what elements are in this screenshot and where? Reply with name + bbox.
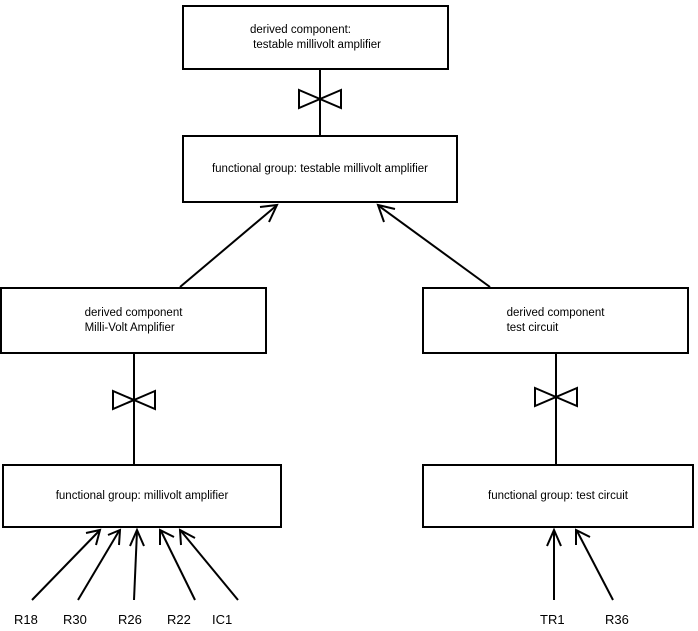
leaf-label-tr1: TR1 — [540, 612, 565, 627]
node-label: functional group: testable millivolt amp… — [211, 162, 429, 175]
node-label: functional group: test circuit — [488, 489, 628, 502]
connector-part-r30 — [77, 528, 122, 601]
connector-part-ic1 — [178, 528, 239, 601]
node-label: functional group: millivolt amplifier — [55, 489, 229, 502]
leaf-label-r36: R36 — [605, 612, 629, 627]
leaf-label-r18: R18 — [14, 612, 38, 627]
connector-part-tr1 — [546, 527, 562, 600]
connector-aggregation-right — [376, 203, 491, 288]
node-functional-group-test-circuit[interactable]: functional group: test circuit — [422, 464, 694, 528]
connector-derivation-left — [112, 354, 156, 464]
node-functional-group-millivolt-amplifier[interactable]: functional group: millivolt amplifier — [2, 464, 282, 528]
node-label: derived component: testable millivolt am… — [249, 23, 381, 51]
node-derived-testable-millivolt-amplifier[interactable]: derived component: testable millivolt am… — [182, 5, 449, 70]
leaf-label-ic1: IC1 — [212, 612, 233, 627]
connector-part-r18 — [31, 528, 102, 601]
node-functional-group-testable-millivolt-amplifier[interactable]: functional group: testable millivolt amp… — [182, 135, 458, 203]
leaf-label-r22: R22 — [167, 612, 191, 627]
leaf-label-r30: R30 — [63, 612, 87, 627]
connector-aggregation-left — [179, 203, 279, 288]
connector-part-r22 — [159, 528, 196, 601]
connector-part-r36 — [575, 528, 614, 601]
connector-derivation-top — [298, 70, 342, 135]
connector-part-r26 — [129, 527, 145, 601]
connector-derivation-right — [534, 354, 578, 464]
leaf-label-r26: R26 — [118, 612, 142, 627]
